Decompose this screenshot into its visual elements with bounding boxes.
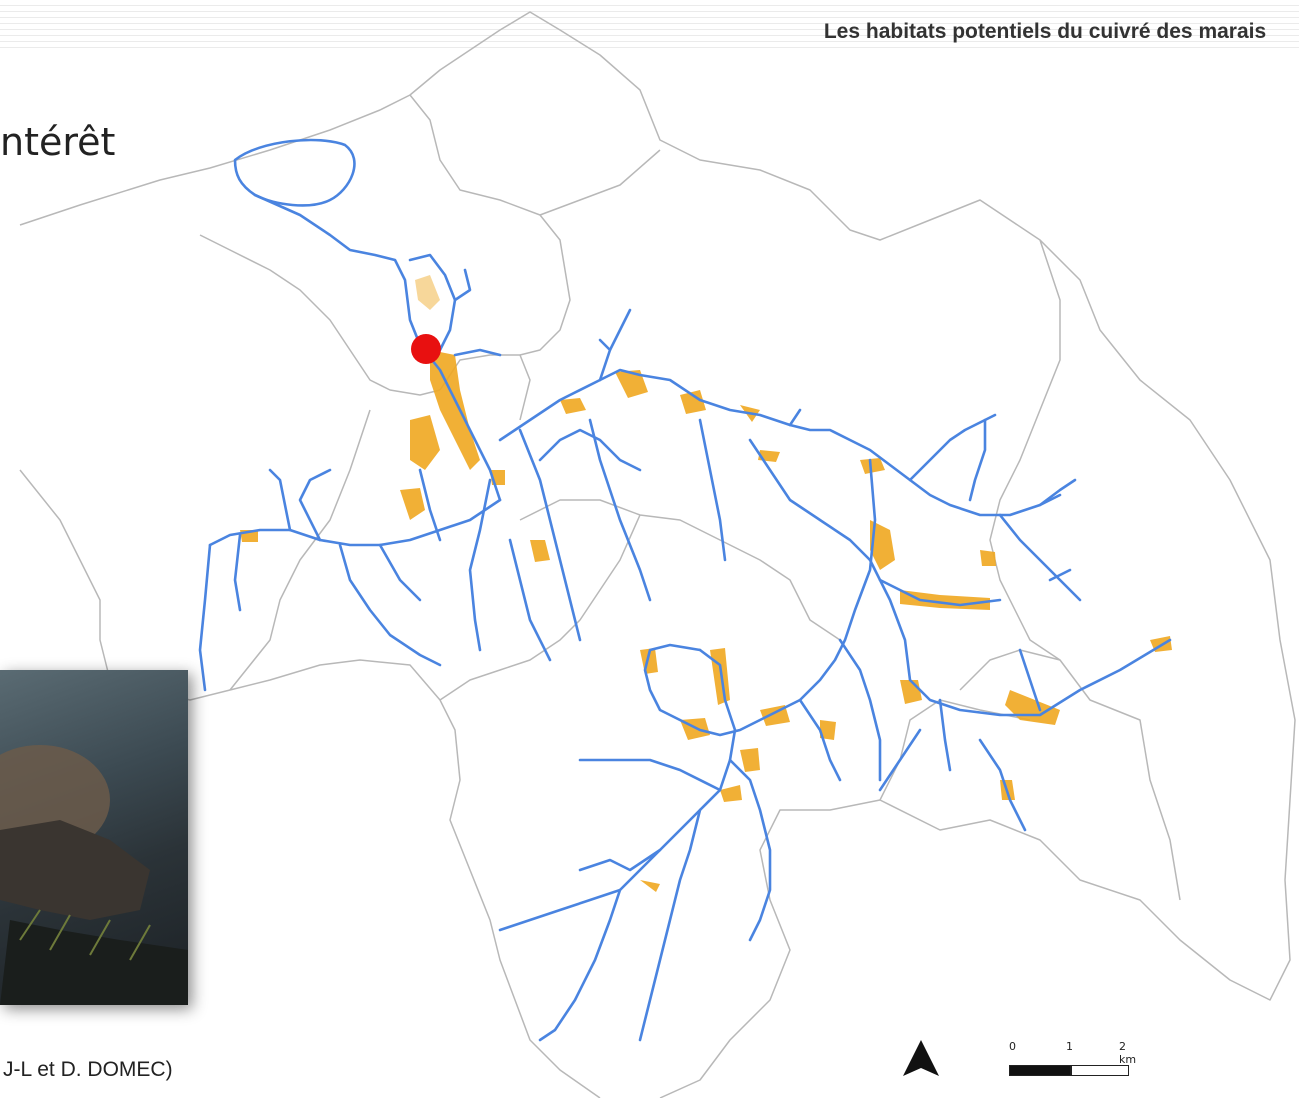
outer-boundary-west <box>19 469 601 1098</box>
river-network <box>198 138 1172 1042</box>
species-photo <box>0 670 188 1005</box>
scale-segment-black <box>1009 1065 1071 1076</box>
outer-boundary <box>19 11 1296 1098</box>
scale-label-2: 2 km <box>1119 1040 1137 1066</box>
scale-label-0: 0 <box>1009 1040 1016 1053</box>
habitat-patches <box>240 275 1172 892</box>
scale-segment-white <box>1071 1065 1129 1076</box>
scale-bar: 0 1 2 km <box>1005 1040 1145 1080</box>
slide-heading-fragment: ntérêt <box>0 120 116 164</box>
commune-boundaries <box>19 11 1296 1098</box>
map-title: Les habitats potentiels du cuivré des ma… <box>823 20 1267 43</box>
north-arrow-icon <box>903 1040 939 1076</box>
header-stripes <box>0 0 1299 52</box>
northern-loop-river <box>233 138 356 207</box>
scale-label-1: 1 <box>1066 1040 1073 1053</box>
location-marker-icon[interactable] <box>411 334 441 364</box>
